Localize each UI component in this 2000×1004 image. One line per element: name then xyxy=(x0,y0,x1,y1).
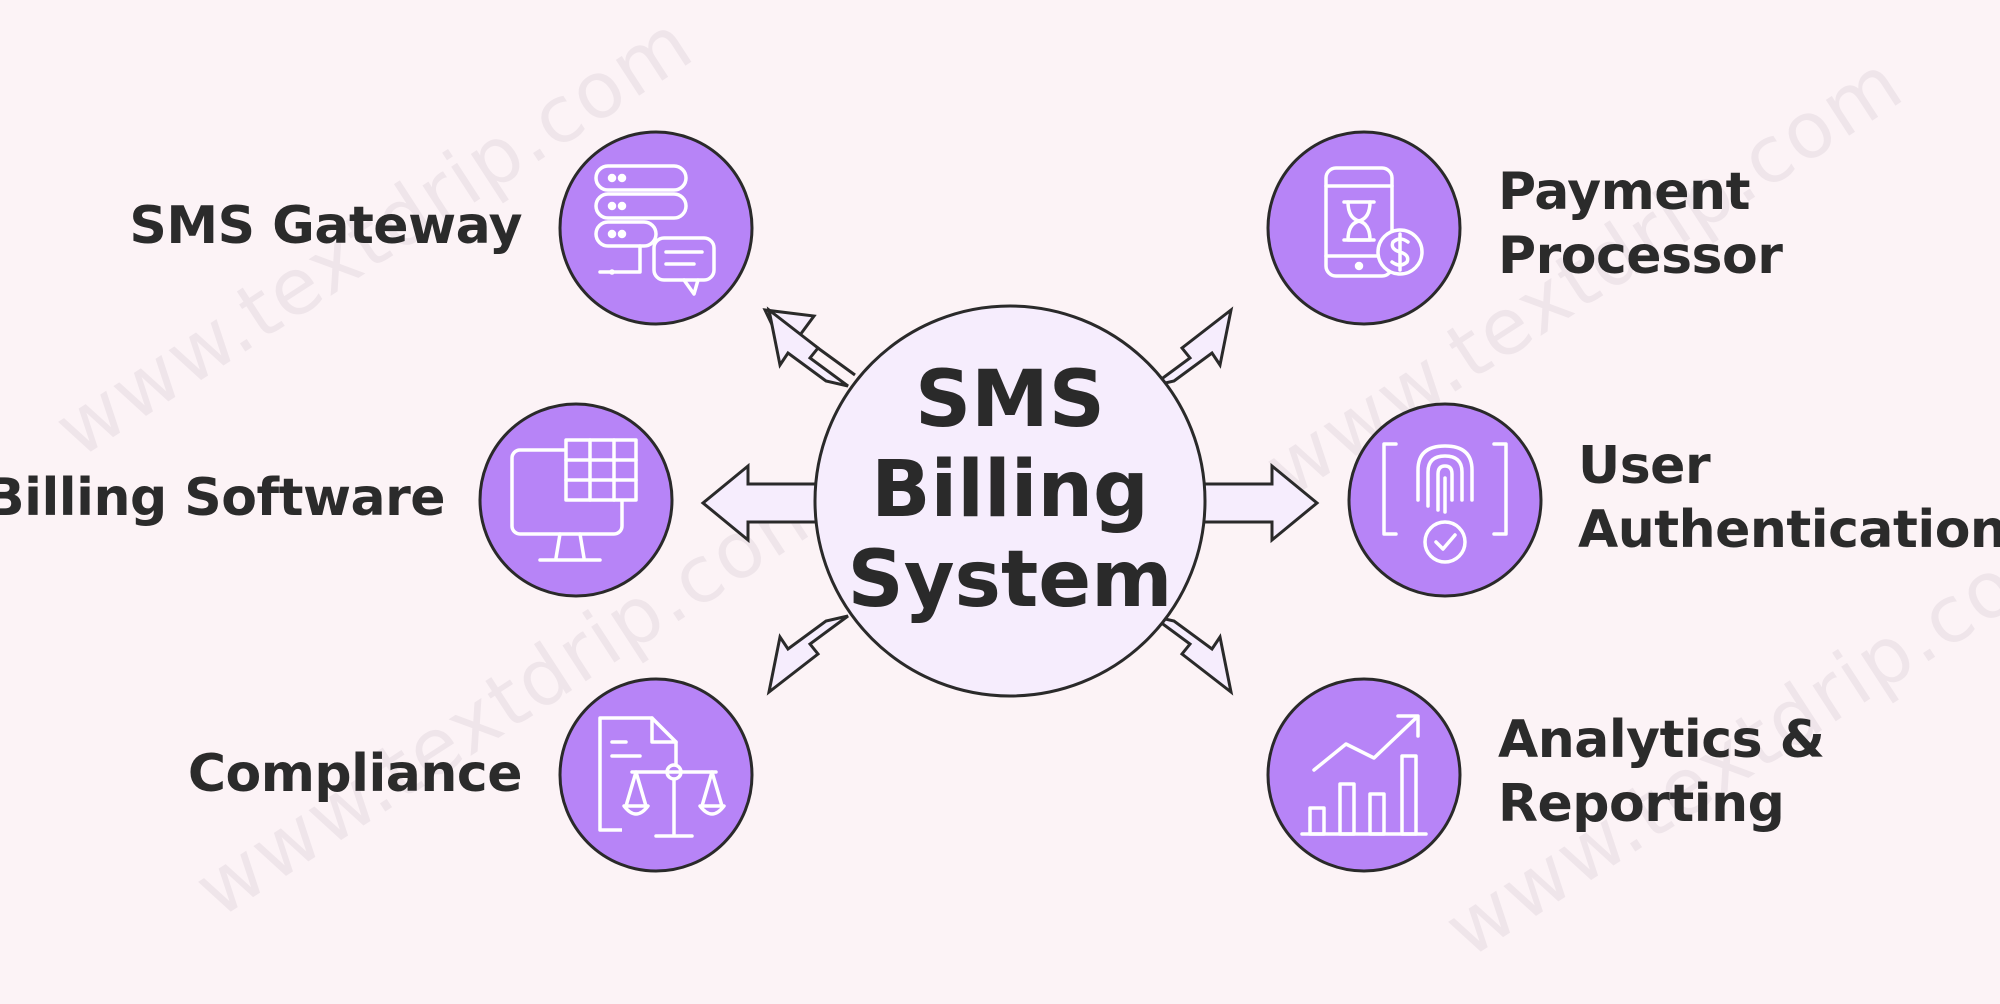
label-line: Billing Software xyxy=(0,468,445,528)
center-title-line: SMS xyxy=(915,355,1105,445)
center-title: SMS Billing System xyxy=(820,355,1200,625)
node-circle-payment-processor xyxy=(1266,130,1462,326)
phone-hourglass-dollar-icon xyxy=(1324,166,1424,278)
arrow-to-sms-gateway xyxy=(766,306,849,388)
label-line: Processor xyxy=(1498,226,1783,286)
label-line: User xyxy=(1578,436,1711,496)
label-compliance: Compliance xyxy=(187,742,523,806)
label-analytics-reporting: Analytics & Reporting xyxy=(1498,708,1825,836)
center-circle xyxy=(813,304,1207,698)
monitor-table-icon xyxy=(510,438,638,562)
arrow-to-billing-software xyxy=(700,462,822,544)
label-user-authentication: User Authentication xyxy=(1578,434,2000,562)
label-line: Compliance xyxy=(187,744,523,804)
arrow-to-compliance xyxy=(766,614,849,696)
node-circle-analytics-reporting xyxy=(1266,677,1462,873)
label-payment-processor: Payment Processor xyxy=(1498,160,1783,288)
label-line: Reporting xyxy=(1498,774,1785,834)
center-title-line: Billing xyxy=(871,445,1149,535)
center-title-line: System xyxy=(847,535,1173,625)
document-scales-icon xyxy=(598,716,726,838)
label-line: Analytics & xyxy=(1498,710,1825,770)
label-billing-software: Billing Software xyxy=(0,466,445,530)
server-chat-icon xyxy=(594,164,716,296)
label-line: SMS Gateway xyxy=(129,196,522,256)
label-line: Authentication xyxy=(1578,500,2000,560)
bar-chart-trend-icon xyxy=(1300,714,1428,836)
label-sms-gateway: SMS Gateway xyxy=(129,194,522,258)
arrow-to-payment-processor xyxy=(1151,306,1234,388)
label-line: Payment xyxy=(1498,162,1750,222)
fingerprint-check-icon xyxy=(1382,442,1508,564)
arrow-to-analytics-reporting xyxy=(1151,614,1234,696)
